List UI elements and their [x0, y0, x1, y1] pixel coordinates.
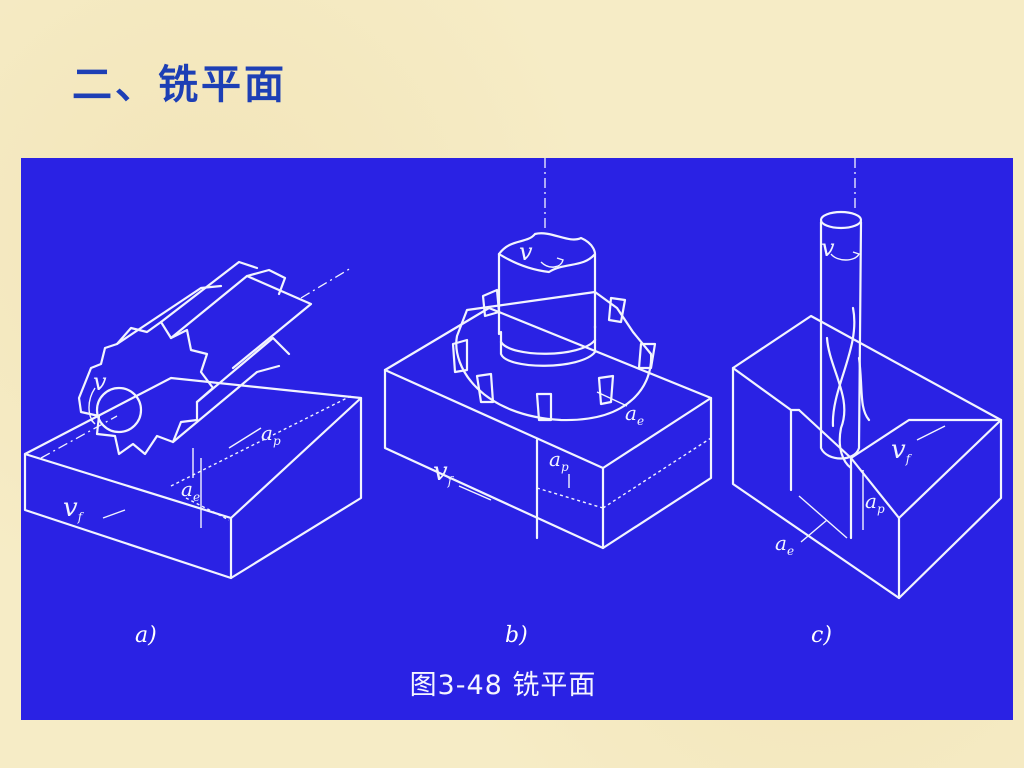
label-vf-b: vf	[433, 457, 455, 488]
cylindrical-cutter-a	[40, 260, 352, 459]
label-ap-c: ap	[865, 489, 885, 516]
label-vf-c: vf	[891, 435, 913, 466]
label-v-c: v	[821, 234, 835, 262]
panel-label-c: c)	[811, 623, 832, 648]
workpiece-b	[383, 306, 713, 550]
cutting-marks-a	[102, 427, 262, 528]
diagram-c: v vf ap ae c)	[731, 158, 1003, 648]
figure-panel: v ap ae vf a)	[21, 158, 1013, 720]
label-ae-c: ae	[775, 531, 794, 558]
label-ae-a: ae	[181, 477, 200, 504]
panel-label-b: b)	[505, 623, 528, 648]
slide-title: 二、铣平面	[72, 62, 287, 108]
label-ap-b: ap	[549, 447, 569, 474]
face-cutter-b	[451, 158, 657, 422]
figure-caption: 图3-48 铣平面	[387, 662, 619, 710]
workpiece-a	[23, 376, 363, 580]
end-mill-c	[819, 158, 871, 470]
panel-label-a: a)	[135, 623, 157, 648]
milling-diagram: v ap ae vf a)	[23, 158, 1003, 648]
workpiece-c	[731, 314, 1003, 600]
label-ae-b: ae	[625, 401, 644, 428]
diagram-b: v ae ap vf b)	[383, 158, 713, 648]
label-vf-a: vf	[63, 493, 85, 524]
diagram-a: v ap ae vf a)	[23, 260, 363, 648]
label-v-b: v	[519, 238, 533, 266]
label-ap-a: ap	[261, 421, 281, 448]
label-v-a: v	[93, 368, 107, 396]
